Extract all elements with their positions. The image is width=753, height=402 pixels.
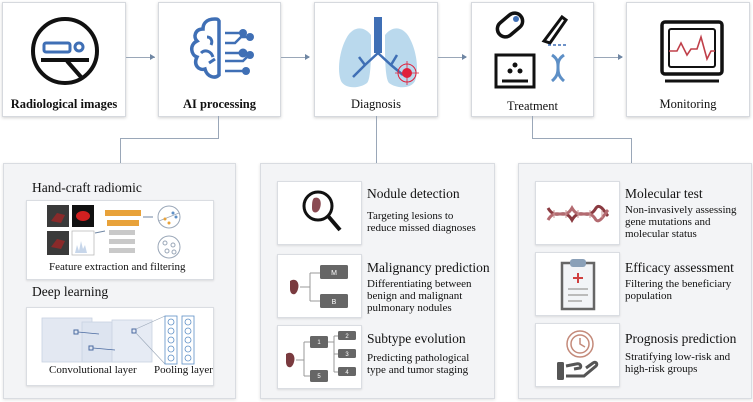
node-label: 5 bbox=[317, 374, 321, 380]
item-title: Nodule detection bbox=[367, 186, 460, 201]
item-desc: gene mutations and bbox=[625, 216, 711, 228]
arrow-head bbox=[150, 54, 155, 60]
node-label: 2 bbox=[345, 334, 349, 340]
node-label: M bbox=[331, 270, 337, 277]
node-label: B bbox=[332, 299, 337, 306]
pipeline-step-ai-processing: AI processing bbox=[158, 2, 281, 117]
connector-line bbox=[281, 57, 309, 58]
item-desc: Targeting lesions to bbox=[367, 210, 454, 222]
radiomic-pipeline-icon bbox=[47, 205, 181, 259]
node-label: 4 bbox=[345, 370, 349, 376]
lungs-icon bbox=[339, 17, 419, 88]
pipeline-step-monitoring: Monitoring bbox=[626, 2, 750, 117]
handcraft-card: Feature extraction and filtering bbox=[26, 200, 214, 280]
ai-methods-panel: Hand-craft radiomic Feature extraction a… bbox=[3, 163, 236, 399]
connector-line bbox=[631, 138, 632, 163]
step-label: Radiological images bbox=[10, 97, 118, 111]
node-label: 3 bbox=[345, 352, 349, 358]
arrow-head bbox=[618, 54, 623, 60]
ct-scanner-icon bbox=[31, 17, 99, 85]
prognosis-card bbox=[535, 323, 620, 387]
cnn-diagram-icon bbox=[41, 315, 195, 365]
connector-line bbox=[126, 57, 155, 58]
staging-tree-icon: 1 2 3 4 5 bbox=[286, 331, 356, 382]
step-label: AI processing bbox=[182, 97, 257, 111]
efficacy-card bbox=[535, 252, 620, 316]
step-label: Treatment bbox=[507, 99, 558, 113]
radiation-machine-icon bbox=[494, 53, 536, 89]
item-desc: pulmonary nodules bbox=[367, 302, 452, 314]
connector-line bbox=[532, 116, 533, 138]
item-desc: Non-invasively assessing bbox=[625, 204, 737, 216]
item-desc: type and tumor staging bbox=[367, 364, 469, 376]
arrow-head bbox=[462, 54, 467, 60]
subtype-card: 1 2 3 4 5 bbox=[277, 325, 362, 389]
treatment-tasks-panel: Molecular test Non-invasively assessing … bbox=[518, 163, 752, 399]
connector-line bbox=[120, 138, 219, 139]
item-title: Malignancy prediction bbox=[367, 260, 490, 275]
pill-icon bbox=[495, 11, 525, 39]
step-label: Monitoring bbox=[659, 97, 717, 111]
connector-line bbox=[218, 116, 219, 138]
hand-clock-icon bbox=[557, 330, 599, 380]
item-desc: molecular status bbox=[625, 228, 697, 240]
pooling-layer-caption: Pooling layer bbox=[154, 364, 213, 376]
item-desc: reduce missed diagnoses bbox=[367, 222, 476, 234]
molecular-test-card bbox=[535, 181, 620, 245]
clipboard-icon bbox=[560, 259, 596, 311]
classification-tree-icon: M B bbox=[290, 265, 348, 308]
dna-small-icon bbox=[550, 53, 566, 83]
conv-layer-caption: Convolutional layer bbox=[49, 364, 137, 376]
item-title: Efficacy assessment bbox=[625, 260, 734, 275]
malignancy-card: M B bbox=[277, 254, 362, 318]
item-desc: Stratifying low-risk and bbox=[625, 351, 731, 363]
item-title: Subtype evolution bbox=[367, 331, 466, 346]
item-title: Molecular test bbox=[625, 186, 703, 201]
item-desc: Differentiating between bbox=[367, 278, 472, 290]
node-label: 1 bbox=[317, 340, 321, 346]
diagnosis-tasks-panel: Nodule detection Targeting lesions to re… bbox=[260, 163, 495, 399]
item-desc: benign and malignant bbox=[367, 290, 463, 302]
treatment-icon bbox=[494, 11, 569, 89]
deep-learning-card: Convolutional layer Pooling layer bbox=[26, 307, 214, 386]
monitor-icon bbox=[660, 20, 724, 83]
handcraft-title: Hand-craft radiomic bbox=[32, 180, 142, 195]
deep-learning-title: Deep learning bbox=[32, 284, 109, 299]
scalpel-icon bbox=[541, 14, 569, 46]
item-title: Prognosis prediction bbox=[625, 331, 737, 346]
connector-line bbox=[120, 138, 121, 163]
handcraft-caption: Feature extraction and filtering bbox=[49, 261, 186, 273]
item-desc: population bbox=[625, 290, 673, 302]
pipeline-step-treatment: Treatment bbox=[471, 2, 594, 117]
pipeline-step-radiological-images: Radiological images bbox=[2, 2, 126, 117]
connector-line bbox=[532, 138, 632, 139]
connector-line bbox=[438, 57, 466, 58]
item-desc: Filtering the beneficiary bbox=[625, 278, 732, 290]
item-desc: high-risk groups bbox=[625, 363, 698, 375]
connector-line bbox=[594, 57, 622, 58]
connector-line bbox=[376, 116, 377, 163]
magnifier-nodule-icon bbox=[302, 190, 342, 232]
arrow-head bbox=[305, 54, 310, 60]
pipeline-step-diagnosis: Diagnosis bbox=[314, 2, 438, 117]
nodule-detection-card bbox=[277, 181, 362, 245]
ai-brain-icon bbox=[190, 17, 254, 79]
step-label: Diagnosis bbox=[351, 97, 401, 111]
dna-icon bbox=[546, 204, 610, 224]
item-desc: Predicting pathological bbox=[367, 352, 470, 364]
